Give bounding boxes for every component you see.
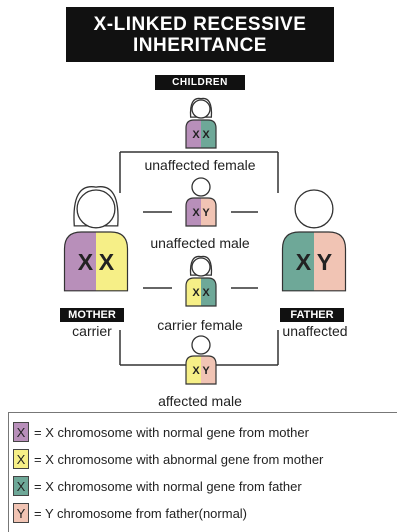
legend-text: = Y chromosome from father(normal): [34, 506, 247, 521]
head-shape: [192, 178, 210, 196]
mother-status: carrier: [52, 323, 132, 339]
child-label-unaffected-female: unaffected female: [125, 157, 275, 173]
legend-swatch-father-y: Y: [13, 503, 29, 523]
legend-swatch-mother-abnormal: X: [13, 449, 29, 469]
chromosome-right-label: X: [202, 287, 210, 299]
head-shape: [295, 190, 333, 228]
father-status: unaffected: [265, 323, 365, 339]
legend-swatch-mother-normal: X: [13, 422, 29, 442]
chromosome-left-label: X: [192, 129, 200, 141]
legend-text: = X chromosome with normal gene from mot…: [34, 425, 309, 440]
legend-row: Y = Y chromosome from father(normal): [13, 503, 247, 523]
chromosome-left-label: X: [296, 249, 312, 275]
mother-tag: MOTHER: [60, 308, 124, 322]
chromosome-right-label: Y: [202, 365, 210, 377]
legend-row: X = X chromosome with normal gene from m…: [13, 422, 309, 442]
head-shape: [192, 100, 210, 118]
legend: X = X chromosome with normal gene from m…: [8, 412, 397, 532]
head-shape: [192, 258, 210, 276]
head-shape: [77, 190, 115, 228]
legend-text: = X chromosome with abnormal gene from m…: [34, 452, 323, 467]
legend-row: X = X chromosome with normal gene from f…: [13, 476, 302, 496]
chromosome-right-label: Y: [202, 207, 210, 219]
chromosome-right-label: X: [202, 129, 210, 141]
chromosome-right-label: Y: [317, 249, 333, 275]
child-label-affected-male: affected male: [125, 393, 275, 409]
legend-text: = X chromosome with normal gene from fat…: [34, 479, 302, 494]
chromosome-left-label: X: [192, 207, 200, 219]
chromosome-left-label: X: [78, 249, 94, 275]
chromosome-left-label: X: [192, 365, 200, 377]
father-tag: FATHER: [280, 308, 344, 322]
legend-swatch-father-normal: X: [13, 476, 29, 496]
legend-row: X = X chromosome with abnormal gene from…: [13, 449, 323, 469]
chromosome-right-label: X: [99, 249, 115, 275]
child-label-unaffected-male: unaffected male: [125, 235, 275, 251]
head-shape: [192, 336, 210, 354]
chromosome-left-label: X: [192, 287, 200, 299]
child-label-carrier-female: carrier female: [125, 317, 275, 333]
